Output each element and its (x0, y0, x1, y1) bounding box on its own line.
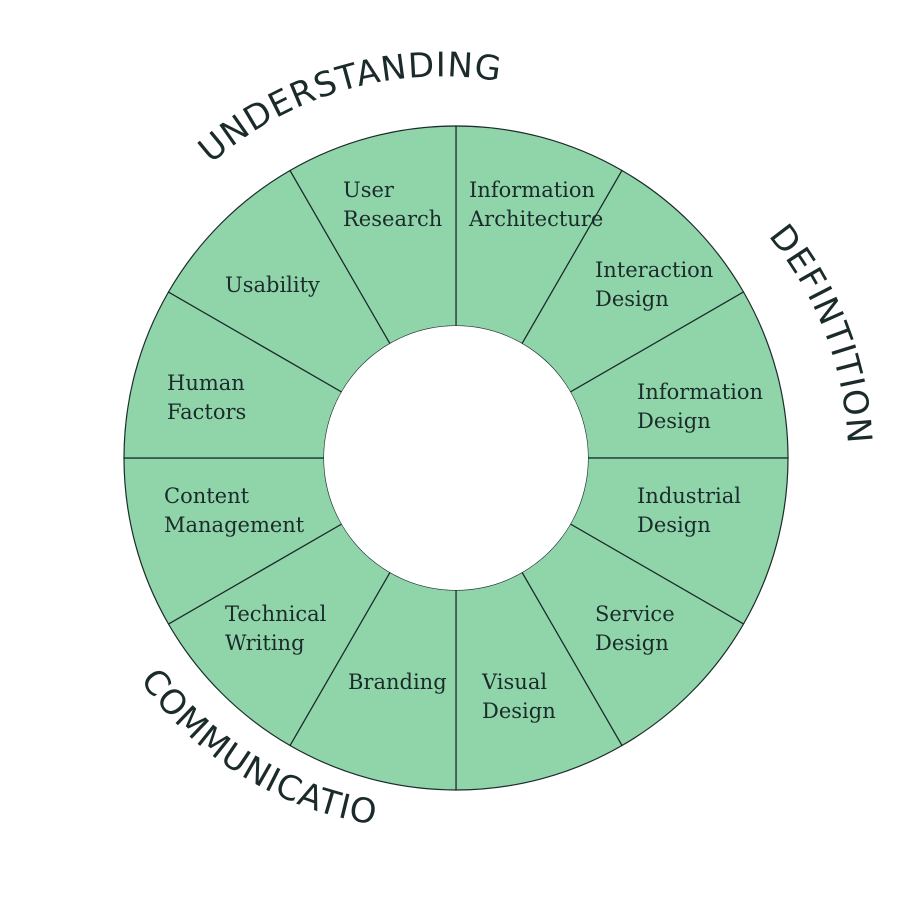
label-usability: Usability (225, 273, 320, 297)
label-visual-design: Visual Design (481, 670, 556, 723)
label-human-factors: Human Factors (167, 371, 251, 424)
segment-group (123, 125, 789, 791)
label-user-research: User Research (343, 178, 442, 231)
label-interaction-design: Interaction Design (595, 258, 720, 311)
label-content-management: Content Management (164, 484, 305, 537)
label-information-architecture: Information Architecture (468, 178, 603, 231)
label-information-design: Information Design (637, 380, 770, 433)
center-hole (324, 326, 588, 590)
label-technical-writing: Technical Writing (225, 602, 333, 655)
label-industrial-design: Industrial Design (637, 484, 748, 537)
segment-label-group: Information Architecture Interaction Des… (164, 178, 770, 723)
label-branding: Branding (348, 670, 447, 694)
label-service-design: Service Design (595, 602, 681, 655)
